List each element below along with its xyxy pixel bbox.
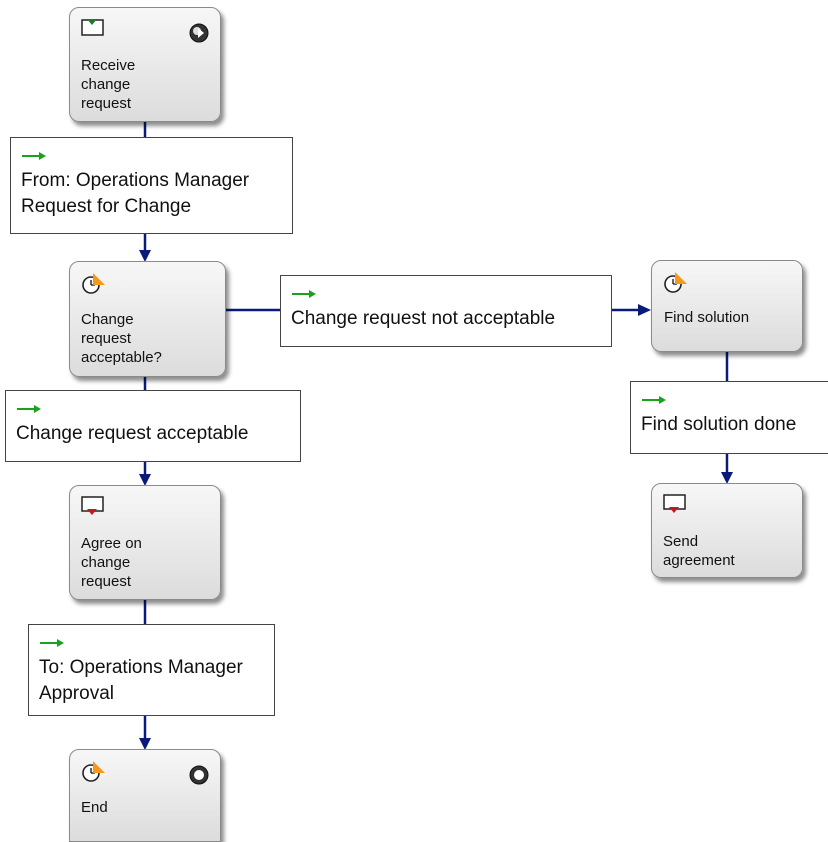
arrowhead-end <box>139 738 151 750</box>
transition-label: To: Operations Manager Approval <box>39 657 243 704</box>
transition-label: From: Operations Manager Request for Cha… <box>21 170 250 217</box>
transition-find-solution-done[interactable]: Find solution done <box>630 381 828 454</box>
task-label: Receive change request <box>81 57 136 112</box>
transition-arrow-icon <box>16 401 42 419</box>
start-event-icon <box>188 22 210 49</box>
arrowhead-decision <box>139 250 151 262</box>
transition-change-request-acceptable[interactable]: Change request acceptable <box>5 390 301 462</box>
flow-connectors <box>143 122 729 740</box>
end-event-icon <box>188 764 210 791</box>
task-end[interactable]: End <box>69 749 221 842</box>
task-label: Send agreement <box>663 533 735 569</box>
task-agree-on-change-request[interactable]: Agree on change request <box>69 485 221 600</box>
task-label: Find solution <box>664 309 750 326</box>
transition-label: Change request acceptable <box>16 423 249 444</box>
transition-arrow-icon <box>291 286 317 304</box>
timer-task-icon <box>81 759 107 790</box>
message-send-icon <box>81 495 105 522</box>
task-label: Agree on change request <box>81 535 142 590</box>
transition-arrow-icon <box>21 148 47 166</box>
transition-to-operations-manager[interactable]: To: Operations Manager Approval <box>28 624 275 716</box>
transition-label: Change request not acceptable <box>291 308 556 329</box>
task-send-agreement[interactable]: Send agreement <box>651 483 803 578</box>
transition-from-operations-manager[interactable]: From: Operations Manager Request for Cha… <box>10 137 293 234</box>
arrowhead-find <box>638 304 651 316</box>
task-label: End <box>81 799 108 816</box>
flow-arrowheads <box>139 250 733 750</box>
arrowhead-agree <box>139 474 151 486</box>
transition-label: Find solution done <box>641 414 797 435</box>
transition-arrow-icon <box>39 635 65 653</box>
timer-task-icon <box>81 271 107 302</box>
timer-task-icon <box>663 270 689 301</box>
transition-change-request-not-acceptable[interactable]: Change request not acceptable <box>280 275 612 347</box>
task-label: Change request acceptable? <box>81 311 162 366</box>
message-send-icon <box>663 493 687 520</box>
task-change-request-acceptable[interactable]: Change request acceptable? <box>69 261 226 377</box>
message-receive-icon <box>81 17 105 42</box>
task-receive-change-request[interactable]: Receive change request <box>69 7 221 122</box>
transition-arrow-icon <box>641 392 667 410</box>
arrowhead-send <box>721 472 733 484</box>
task-find-solution[interactable]: Find solution <box>651 260 803 352</box>
